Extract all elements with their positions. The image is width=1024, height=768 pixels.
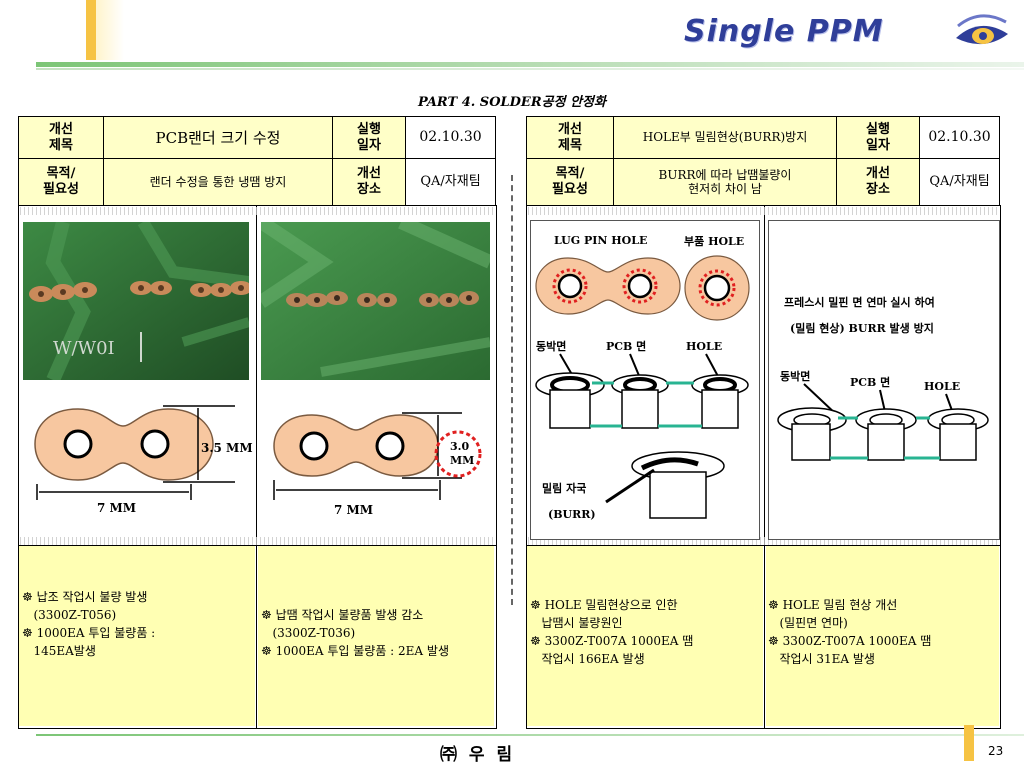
left-panel-hrule bbox=[18, 545, 496, 546]
dim-height-after: 3.0 MM bbox=[450, 440, 474, 467]
header-accent-fade bbox=[96, 0, 124, 60]
dim-width-after: 7 MM bbox=[334, 503, 373, 517]
purpose-text: BURR에 따라 납땜불량이 현저히 차이 남 bbox=[613, 158, 837, 206]
section-subtitle: PART 4. SOLDER공정 안정화 bbox=[418, 95, 606, 110]
left-info-table: 개선 제목 PCB랜더 크기 수정 실행 일자 02.10.30 목적/ 필요성… bbox=[18, 116, 496, 206]
purpose-text: 랜더 수정을 통한 냉땜 방지 bbox=[103, 158, 333, 206]
silkscreen-text: W/W0I bbox=[53, 338, 115, 359]
eye-logo-icon bbox=[956, 14, 1008, 45]
press-polish-line2: (밀림 현상) BURR 발생 방지 bbox=[790, 321, 934, 335]
burr-diagram-before: LUG PIN HOLE 부품 HOLE 동박면 PCB 면 HOLE 밀림 자… bbox=[535, 234, 750, 521]
pad-hole bbox=[299, 431, 329, 461]
lug-pin-hole-label: LUG PIN HOLE bbox=[554, 234, 647, 247]
copper-side-label: 동박면 bbox=[780, 369, 810, 383]
note-box bbox=[527, 546, 763, 726]
label-purpose: 목적/ 필요성 bbox=[526, 158, 614, 206]
label-exec-date: 실행 일자 bbox=[332, 116, 406, 159]
label-place: 개선 장소 bbox=[332, 158, 406, 206]
dotted-band bbox=[20, 537, 494, 545]
left-panel bbox=[18, 205, 497, 729]
pad-shape bbox=[273, 414, 439, 477]
label-improve-title: 개선 제목 bbox=[18, 116, 104, 159]
note-box bbox=[19, 546, 255, 726]
dim-height-after-line2: MM bbox=[450, 454, 474, 467]
hole-label: HOLE bbox=[686, 340, 722, 353]
right-panel-divider bbox=[764, 205, 765, 728]
footer-accent-bar bbox=[964, 725, 974, 761]
note-before: ☸ 납조 작업시 불량 발생 (3300Z-T056) ☸ 1000EA 투입 … bbox=[22, 590, 156, 658]
pcb-photo-after bbox=[261, 222, 490, 380]
burr-diagram-after-frame bbox=[768, 220, 1000, 540]
page-number: 23 bbox=[988, 744, 1004, 758]
improve-title: PCB랜더 크기 수정 bbox=[103, 116, 333, 159]
part-hole-label: 부품 HOLE bbox=[684, 235, 744, 248]
hole-label: HOLE bbox=[924, 380, 960, 393]
dim-height-before: 3.5 MM bbox=[201, 441, 253, 455]
section-separator bbox=[511, 175, 513, 605]
label-purpose: 목적/ 필요성 bbox=[18, 158, 104, 206]
note-burr-improve: ☸ HOLE 밀림 현상 개선 (밀핀면 연마) ☸ 3300Z-T007A 1… bbox=[768, 598, 932, 666]
header-rule-thin bbox=[36, 68, 1024, 70]
press-polish-line1: 프레스시 밀핀 면 연마 실시 하여 bbox=[784, 295, 935, 309]
label-place: 개선 장소 bbox=[836, 158, 920, 206]
footer-rule bbox=[36, 734, 1024, 736]
pcb-side-label: PCB 면 bbox=[606, 339, 646, 353]
header-rule bbox=[36, 62, 1024, 67]
pcb-photo-before-image: W/W0I bbox=[23, 222, 249, 380]
label-improve-title: 개선 제목 bbox=[526, 116, 614, 159]
right-info-table: 개선 제목 HOLE부 밀림현상(BURR)방지 실행 일자 02.10.30 … bbox=[526, 116, 1000, 206]
note-box bbox=[258, 546, 494, 726]
pad-hole bbox=[375, 431, 405, 461]
left-panel-divider bbox=[256, 205, 257, 728]
highlight-circle bbox=[434, 430, 482, 478]
dotted-band bbox=[20, 207, 494, 215]
dim-height-after-line1: 3.0 bbox=[450, 440, 469, 453]
burr-diagram-after: 프레스시 밀핀 면 연마 실시 하여 (밀림 현상) BURR 발생 방지 동박… bbox=[777, 295, 989, 461]
pcb-photo-before: W/W0I bbox=[23, 222, 249, 380]
note-burr-problem: ☸ HOLE 밀림현상으로 인한 납땜시 불량원인 ☸ 3300Z-T007A … bbox=[530, 598, 694, 666]
place-text: QA/자재팀 bbox=[919, 158, 1000, 206]
company-name: ㈜ 우 림 bbox=[440, 745, 516, 765]
pad-drawing-before: 3.5 MM 7 MM bbox=[34, 405, 253, 515]
pcb-side-label: PCB 면 bbox=[850, 375, 890, 389]
copper-side-label: 동박면 bbox=[536, 339, 566, 353]
dim-width-before: 7 MM bbox=[97, 501, 136, 515]
pad-shape bbox=[34, 408, 214, 481]
pcb-photo-after-image bbox=[261, 222, 490, 380]
place-text: QA/자재팀 bbox=[405, 158, 496, 206]
logo-text: Single PPM bbox=[684, 14, 884, 49]
note-after: ☸ 납땜 작업시 불량품 발생 감소 (3300Z-T036) ☸ 1000EA… bbox=[261, 608, 449, 658]
header-accent-bar bbox=[86, 0, 96, 60]
burr-mark-label: 밀림 자국 bbox=[542, 481, 586, 495]
note-box bbox=[766, 546, 999, 726]
label-exec-date: 실행 일자 bbox=[836, 116, 920, 159]
dotted-band bbox=[528, 207, 998, 215]
exec-date: 02.10.30 bbox=[919, 116, 1000, 159]
pad-drawing-after: 3.0 MM 7 MM bbox=[273, 412, 482, 517]
pad-hole bbox=[63, 429, 93, 459]
dotted-band bbox=[528, 537, 998, 545]
exec-date: 02.10.30 bbox=[405, 116, 496, 159]
improve-title: HOLE부 밀림현상(BURR)방지 bbox=[613, 116, 837, 159]
burr-label: (BURR) bbox=[548, 508, 596, 521]
pad-hole bbox=[140, 429, 170, 459]
right-panel-hrule bbox=[526, 545, 1000, 546]
right-panel bbox=[526, 205, 1001, 729]
